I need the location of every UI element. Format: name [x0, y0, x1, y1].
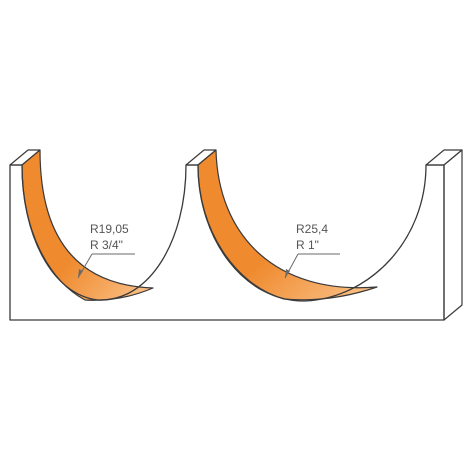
leader-arrowhead-large	[285, 269, 290, 278]
radius-callout-small: R19,05 R 3/4"	[77, 222, 135, 279]
leader-arrowhead-small	[78, 269, 83, 278]
groove-surface-small	[21, 149, 154, 301]
workpiece-front-outline	[9, 164, 445, 321]
radius-callout-large: R25,4 R 1"	[284, 222, 340, 279]
workpiece-side-face	[443, 149, 463, 321]
radius-metric-label-large: R25,4	[296, 222, 328, 236]
radius-imperial-label-small: R 3/4"	[90, 238, 123, 252]
groove-surface-large	[197, 149, 378, 301]
radius-imperial-label-large: R 1"	[296, 238, 319, 252]
radius-metric-label-small: R19,05	[90, 222, 129, 236]
